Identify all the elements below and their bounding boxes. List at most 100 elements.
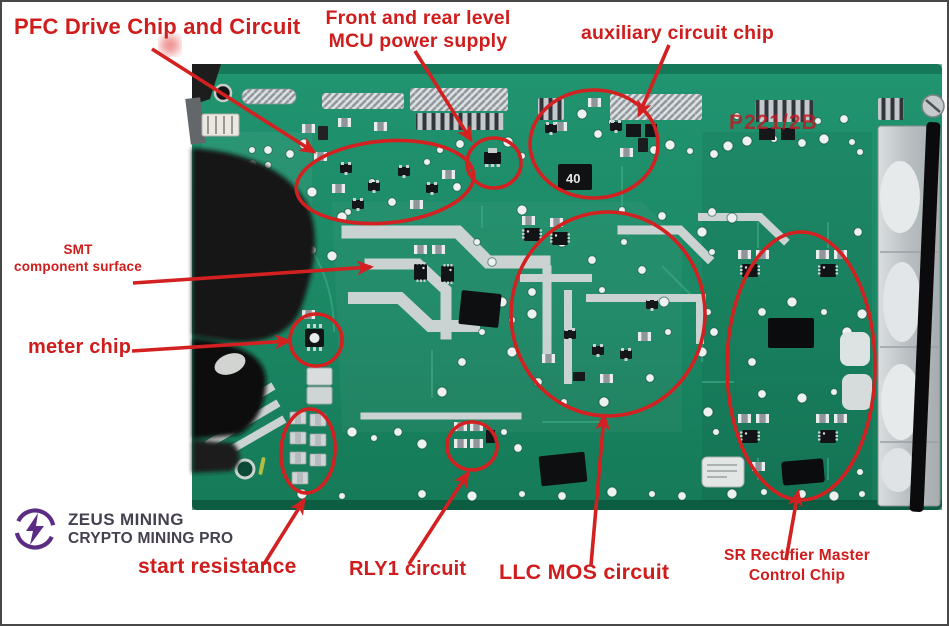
solder-pad <box>452 182 462 192</box>
solder-pad <box>726 488 738 500</box>
solder-pad <box>712 428 720 436</box>
solder-pad <box>726 212 738 224</box>
solder-pad <box>658 296 670 308</box>
solder-pad <box>814 117 822 125</box>
solder-pad <box>707 207 717 217</box>
solder-pad <box>757 389 767 399</box>
solder-pad <box>686 147 694 155</box>
solder-pad <box>598 396 610 408</box>
pcb-board: 40 <box>185 64 945 512</box>
meter-chip-components <box>302 310 333 405</box>
braid-connector <box>410 88 508 111</box>
logo-line1: ZEUS MINING <box>68 509 184 529</box>
solder-pad <box>722 140 734 152</box>
aux-arrow <box>637 44 671 118</box>
solder-pad <box>606 486 618 498</box>
label-mcu-line1: Front and rear level <box>325 7 511 29</box>
solder-pad <box>708 248 716 256</box>
solder-pad <box>457 357 467 367</box>
solder-pad <box>858 490 866 498</box>
solder-pad <box>513 443 523 453</box>
red-glow <box>160 35 180 55</box>
solder-pad <box>657 211 667 221</box>
solder-pad <box>263 145 273 155</box>
mounting-hole <box>234 458 256 480</box>
label-mcu-power-supply: Front and rear level MCU power supply <box>322 7 514 53</box>
label-mcu-line2: MCU power supply <box>328 30 508 52</box>
solder-pad <box>757 307 767 317</box>
solder-pad <box>620 238 628 246</box>
solder-pad <box>830 388 838 396</box>
solder-pad <box>856 308 868 320</box>
label-auxiliary-circuit-chip: auxiliary circuit chip <box>581 22 774 44</box>
smt-arrow <box>132 260 374 285</box>
aux-circle <box>528 88 660 200</box>
solder-pad <box>285 149 295 159</box>
sr-rectifier-arrow <box>784 489 803 561</box>
solder-pad <box>338 492 346 500</box>
label-llc-mos-circuit: LLC MOS circuit <box>499 560 670 584</box>
dark-foreground-components <box>192 148 315 473</box>
solder-pad <box>455 139 465 149</box>
pin-header <box>755 100 813 122</box>
logo-line2: CRYPTO MINING PRO <box>68 529 234 547</box>
solder-pad <box>696 226 708 238</box>
solder-pad <box>393 427 403 437</box>
solder-pad <box>423 158 431 166</box>
solder-pad <box>856 468 864 476</box>
mcu-power-arrow <box>413 50 473 143</box>
solder-pad <box>466 490 478 502</box>
label-sr-line1: SR Rectifier Master <box>724 547 870 564</box>
solder-pad <box>346 426 358 438</box>
mcu-power-circle <box>465 136 523 190</box>
pin-header <box>538 98 564 120</box>
solder-pad <box>526 308 538 320</box>
start-resistance-circle <box>279 407 337 495</box>
solder-pad <box>645 373 655 383</box>
solder-pad <box>797 138 807 148</box>
label-sr-rectifier: SR Rectifier Master Control Chip <box>702 546 892 586</box>
logo-text: ZEUS MINING CRYPTO MINING PRO <box>68 510 233 548</box>
solder-pad <box>478 328 486 336</box>
pfc-arrow <box>151 47 317 154</box>
label-rly1-circuit: RLY1 circuit <box>349 558 467 580</box>
solder-pad <box>677 491 687 501</box>
board-silkscreen-code: P221/2B <box>729 111 818 134</box>
solder-pad <box>709 327 719 337</box>
coil-strip <box>241 88 297 105</box>
solder-pad <box>828 490 840 502</box>
smt-area-components <box>414 245 502 328</box>
solder-pad <box>416 438 428 450</box>
sr-rectifier-components <box>738 250 872 486</box>
solder-pad <box>500 428 508 436</box>
solder-pad <box>648 490 656 498</box>
solder-pad <box>598 286 606 294</box>
black-bar <box>909 122 941 512</box>
llc-components <box>522 216 658 383</box>
board-sticker <box>701 456 745 488</box>
aux-chip-marking: 40 <box>566 171 580 186</box>
label-pfc-drive-chip: PFC Drive Chip and Circuit <box>14 14 301 39</box>
solder-pad <box>839 114 849 124</box>
solder-pad <box>387 197 397 207</box>
solder-pad <box>306 186 318 198</box>
solder-pad <box>576 108 588 120</box>
solder-pad <box>664 328 672 336</box>
solder-pad <box>702 406 714 418</box>
solder-pad <box>436 386 448 398</box>
annotation-overlay <box>131 35 877 566</box>
pin-header <box>878 98 904 120</box>
pfc-circle <box>294 138 476 226</box>
heatsink-busbar <box>877 94 945 512</box>
aux-components: 40 <box>545 98 648 190</box>
solder-pad <box>516 204 528 216</box>
llc-mos-arrow <box>589 413 611 566</box>
top-connectors <box>241 88 904 140</box>
solder-pad <box>820 308 828 316</box>
solder-pad <box>326 250 338 262</box>
solder-pad <box>593 129 603 139</box>
solder-pad <box>709 149 719 159</box>
braid-connector <box>322 93 404 109</box>
solder-pad <box>786 296 798 308</box>
